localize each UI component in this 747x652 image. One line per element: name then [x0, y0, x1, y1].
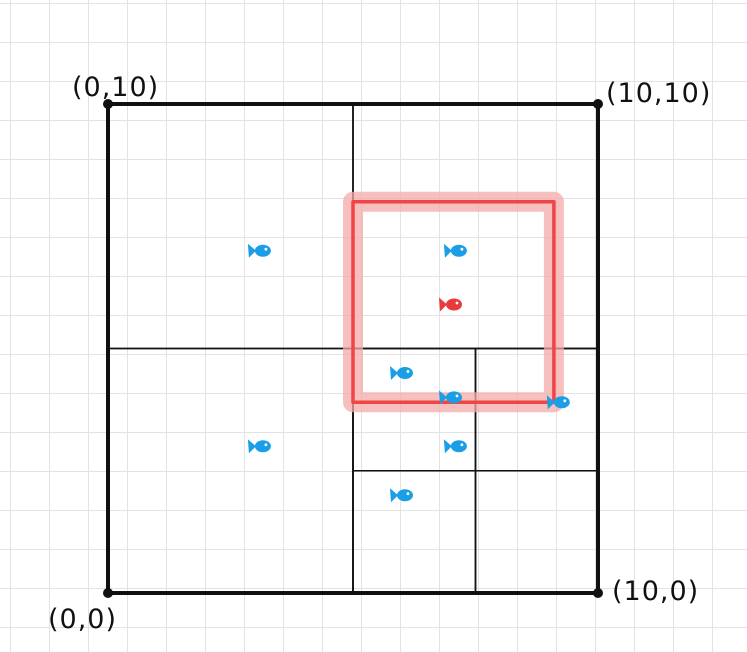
corner-dot: [103, 588, 113, 598]
corner-label-bottom-left: (0,0): [48, 604, 118, 635]
corner-dot: [593, 99, 603, 109]
fish-icon: [390, 488, 413, 503]
quadtree-cell: [352, 469, 477, 594]
quadtree-cell: [107, 103, 354, 350]
quadtree-cells: [106, 102, 600, 595]
quadtree-cell: [107, 347, 354, 594]
quadtree-cell: [474, 469, 599, 594]
corner-dot: [103, 99, 113, 109]
corner-dot: [593, 588, 603, 598]
corner-label-bottom-right: (10,0): [612, 576, 700, 607]
target-fish-icon: [439, 297, 462, 312]
corner-dots: [103, 99, 603, 598]
fish-icon: [443, 243, 467, 258]
fish-icon: [247, 243, 271, 258]
fish-icon: [443, 439, 467, 454]
fish-icon: [390, 365, 413, 380]
corner-label-top-right: (10,10): [606, 78, 712, 109]
fish-icon: [439, 390, 462, 405]
point-markers: [247, 243, 570, 503]
corner-label-top-left: (0,10): [72, 72, 160, 103]
fish-icon: [247, 439, 271, 454]
fish-icon: [546, 395, 570, 410]
